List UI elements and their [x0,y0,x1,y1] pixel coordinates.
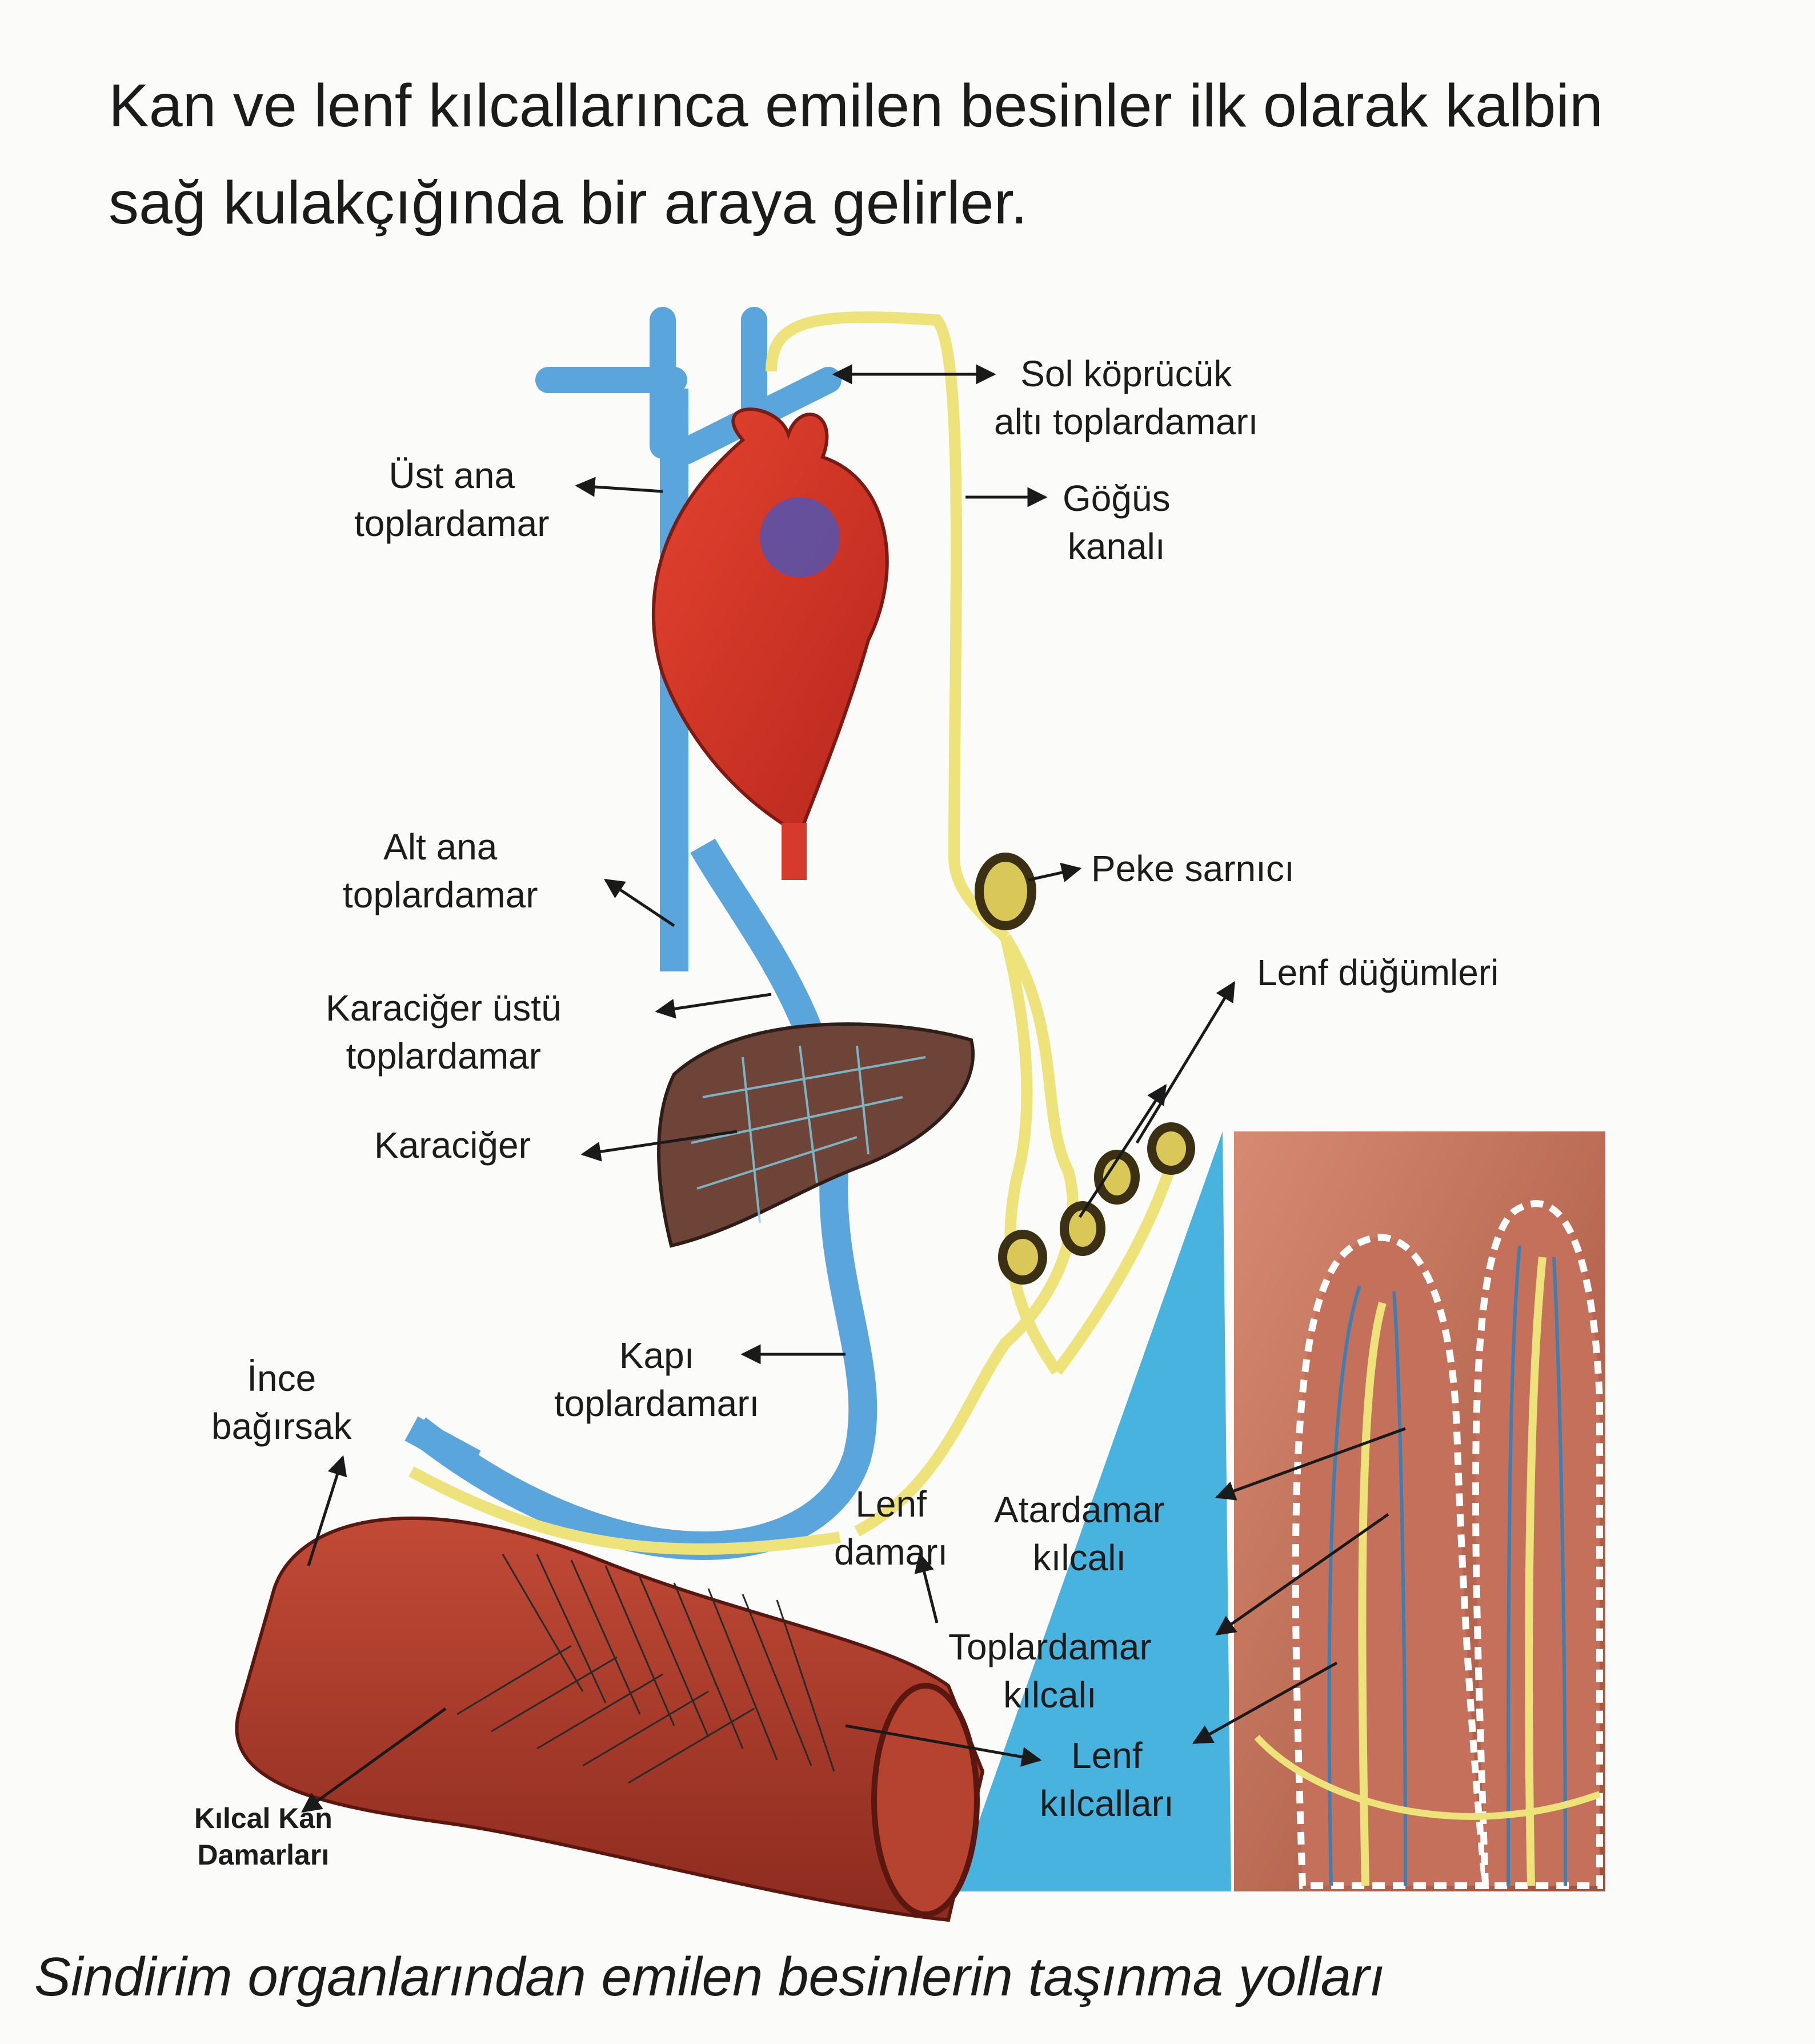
heading: Kan ve lenf kılcallarınca emilen besinle… [109,57,1794,251]
label-karaciger: Karaciğer [374,1125,531,1166]
small-intestine [235,1516,985,1922]
label-lenf-dugumleri: Lenf düğümleri [1257,952,1499,993]
heart [651,407,889,880]
lymph-nodes [975,853,1195,1285]
heading-line-1: Kan ve lenf kılcallarınca emilen besinle… [109,72,1603,139]
villus-panel [1234,1131,1605,1891]
magnification-wedge [954,1131,1231,1891]
thoracic-duct [408,311,1183,1555]
intestine-vein-end [404,1416,481,1475]
heading-line-2: sağ kulakçığında bir araya gelirler. [109,169,1028,237]
peke-sarnici-node [975,853,1036,930]
figure-caption: Sindirim organlarından emilen besinlerin… [34,1946,1385,2007]
label-arrows [301,364,1406,1813]
liver [657,1022,975,1248]
label-peke-sarnici: Peke sarnıcı [1091,848,1295,889]
